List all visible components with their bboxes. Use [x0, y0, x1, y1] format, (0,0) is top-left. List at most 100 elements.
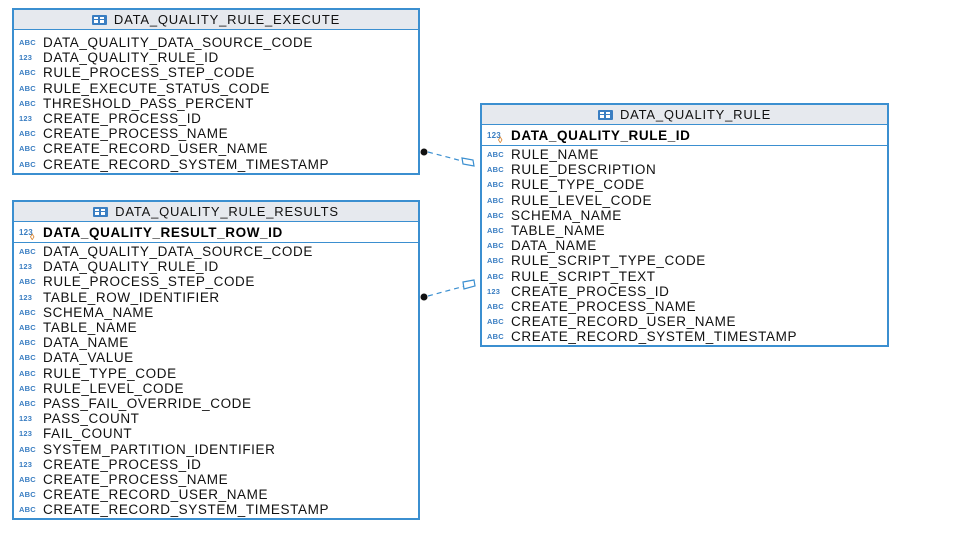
column-name: CREATE_PROCESS_ID	[511, 283, 670, 299]
column-name: RULE_PROCESS_STEP_CODE	[43, 65, 256, 81]
entity-title: DATA_QUALITY_RULE_RESULTS	[115, 204, 339, 219]
column-name: CREATE_RECORD_USER_NAME	[43, 141, 269, 157]
column-name: TABLE_ROW_IDENTIFIER	[43, 289, 220, 305]
relationship-results-to-rule[interactable]	[420, 279, 476, 301]
text-type-icon: ABC	[19, 307, 36, 317]
column-name: DATA_NAME	[511, 238, 597, 254]
primary-key-column[interactable]: 123◊ DATA_QUALITY_RESULT_ROW_ID	[14, 222, 418, 243]
column-name: RULE_DESCRIPTION	[511, 162, 657, 178]
entity-data-quality-rule-results[interactable]: DATA_QUALITY_RULE_RESULTS 123◊ DATA_QUAL…	[12, 200, 420, 520]
entity-title: DATA_QUALITY_RULE	[619, 107, 772, 122]
entity-data-quality-rule[interactable]: DATA_QUALITY_RULE 123◊ DATA_QUALITY_RULE…	[480, 103, 889, 347]
column-name: DATA_NAME	[43, 335, 129, 351]
key-icon: ◊	[30, 231, 35, 242]
numeric-type-icon: 123◊	[19, 227, 35, 242]
column-name: RULE_PROCESS_STEP_CODE	[43, 274, 256, 290]
entity-header[interactable]: DATA_QUALITY_RULE	[482, 105, 887, 125]
entity-header[interactable]: DATA_QUALITY_RULE_RESULTS	[14, 202, 418, 222]
column-row[interactable]: 123 DATA_QUALITY_RULE_ID	[14, 50, 418, 65]
text-type-icon: ABC	[487, 165, 504, 175]
relationship-line	[427, 285, 466, 297]
column-name: RULE_SCRIPT_TYPE_CODE	[511, 253, 706, 269]
text-type-icon: ABC	[19, 68, 36, 78]
text-type-icon: ABC	[19, 368, 36, 378]
numeric-type-icon: 123◊	[487, 130, 503, 145]
column-name: CREATE_RECORD_SYSTEM_TIMESTAMP	[511, 329, 798, 345]
column-name: PASS_COUNT	[43, 411, 140, 427]
many-end-marker	[420, 293, 428, 301]
column-name: DATA_QUALITY_RULE_ID	[511, 127, 691, 143]
column-name: DATA_QUALITY_RULE_ID	[43, 50, 219, 66]
column-name: RULE_SCRIPT_TEXT	[511, 268, 656, 284]
column-name: DATA_QUALITY_RESULT_ROW_ID	[43, 224, 283, 240]
column-row[interactable]: ABC CREATE_PROCESS_NAME	[482, 299, 887, 314]
column-name: CREATE_RECORD_SYSTEM_TIMESTAMP	[43, 502, 330, 518]
column-row[interactable]: ABC RULE_PROCESS_STEP_CODE	[14, 65, 418, 80]
column-name: RULE_NAME	[511, 147, 599, 163]
column-row[interactable]: ABC SCHEMA_NAME	[482, 208, 887, 223]
text-type-icon: ABC	[487, 256, 504, 266]
primary-key-column[interactable]: 123◊ DATA_QUALITY_RULE_ID	[482, 125, 887, 146]
column-name: CREATE_RECORD_USER_NAME	[511, 314, 737, 330]
column-row[interactable]: ABC DATA_NAME	[482, 238, 887, 253]
text-type-icon: ABC	[487, 301, 504, 311]
text-type-icon: ABC	[487, 226, 504, 236]
numeric-type-icon: 123	[19, 292, 33, 302]
relationship-execute-to-rule[interactable]	[420, 148, 475, 167]
column-name: CREATE_PROCESS_NAME	[511, 298, 697, 314]
column-name: PASS_FAIL_OVERRIDE_CODE	[43, 395, 252, 411]
many-end-marker	[420, 148, 428, 156]
column-row[interactable]: 123 TABLE_ROW_IDENTIFIER	[14, 290, 418, 305]
entity-header[interactable]: DATA_QUALITY_RULE_EXECUTE	[14, 10, 418, 30]
text-type-icon: ABC	[487, 195, 504, 205]
column-name: DATA_QUALITY_DATA_SOURCE_CODE	[43, 35, 313, 51]
text-type-icon: ABC	[487, 241, 504, 251]
numeric-type-icon: 123	[19, 53, 33, 63]
column-name: CREATE_RECORD_SYSTEM_TIMESTAMP	[43, 156, 330, 172]
column-row[interactable]: ABC RULE_SCRIPT_TYPE_CODE	[482, 253, 887, 268]
text-type-icon: ABC	[19, 323, 36, 333]
column-name: SCHEMA_NAME	[511, 207, 622, 223]
column-name: CREATE_PROCESS_NAME	[43, 126, 229, 142]
column-name: SYSTEM_PARTITION_IDENTIFIER	[43, 441, 276, 457]
relationship-line	[427, 151, 467, 163]
table-icon	[597, 109, 613, 120]
column-row[interactable]: ABC RULE_DESCRIPTION	[482, 162, 887, 177]
column-name: CREATE_PROCESS_ID	[43, 456, 202, 472]
text-type-icon: ABC	[487, 210, 504, 220]
